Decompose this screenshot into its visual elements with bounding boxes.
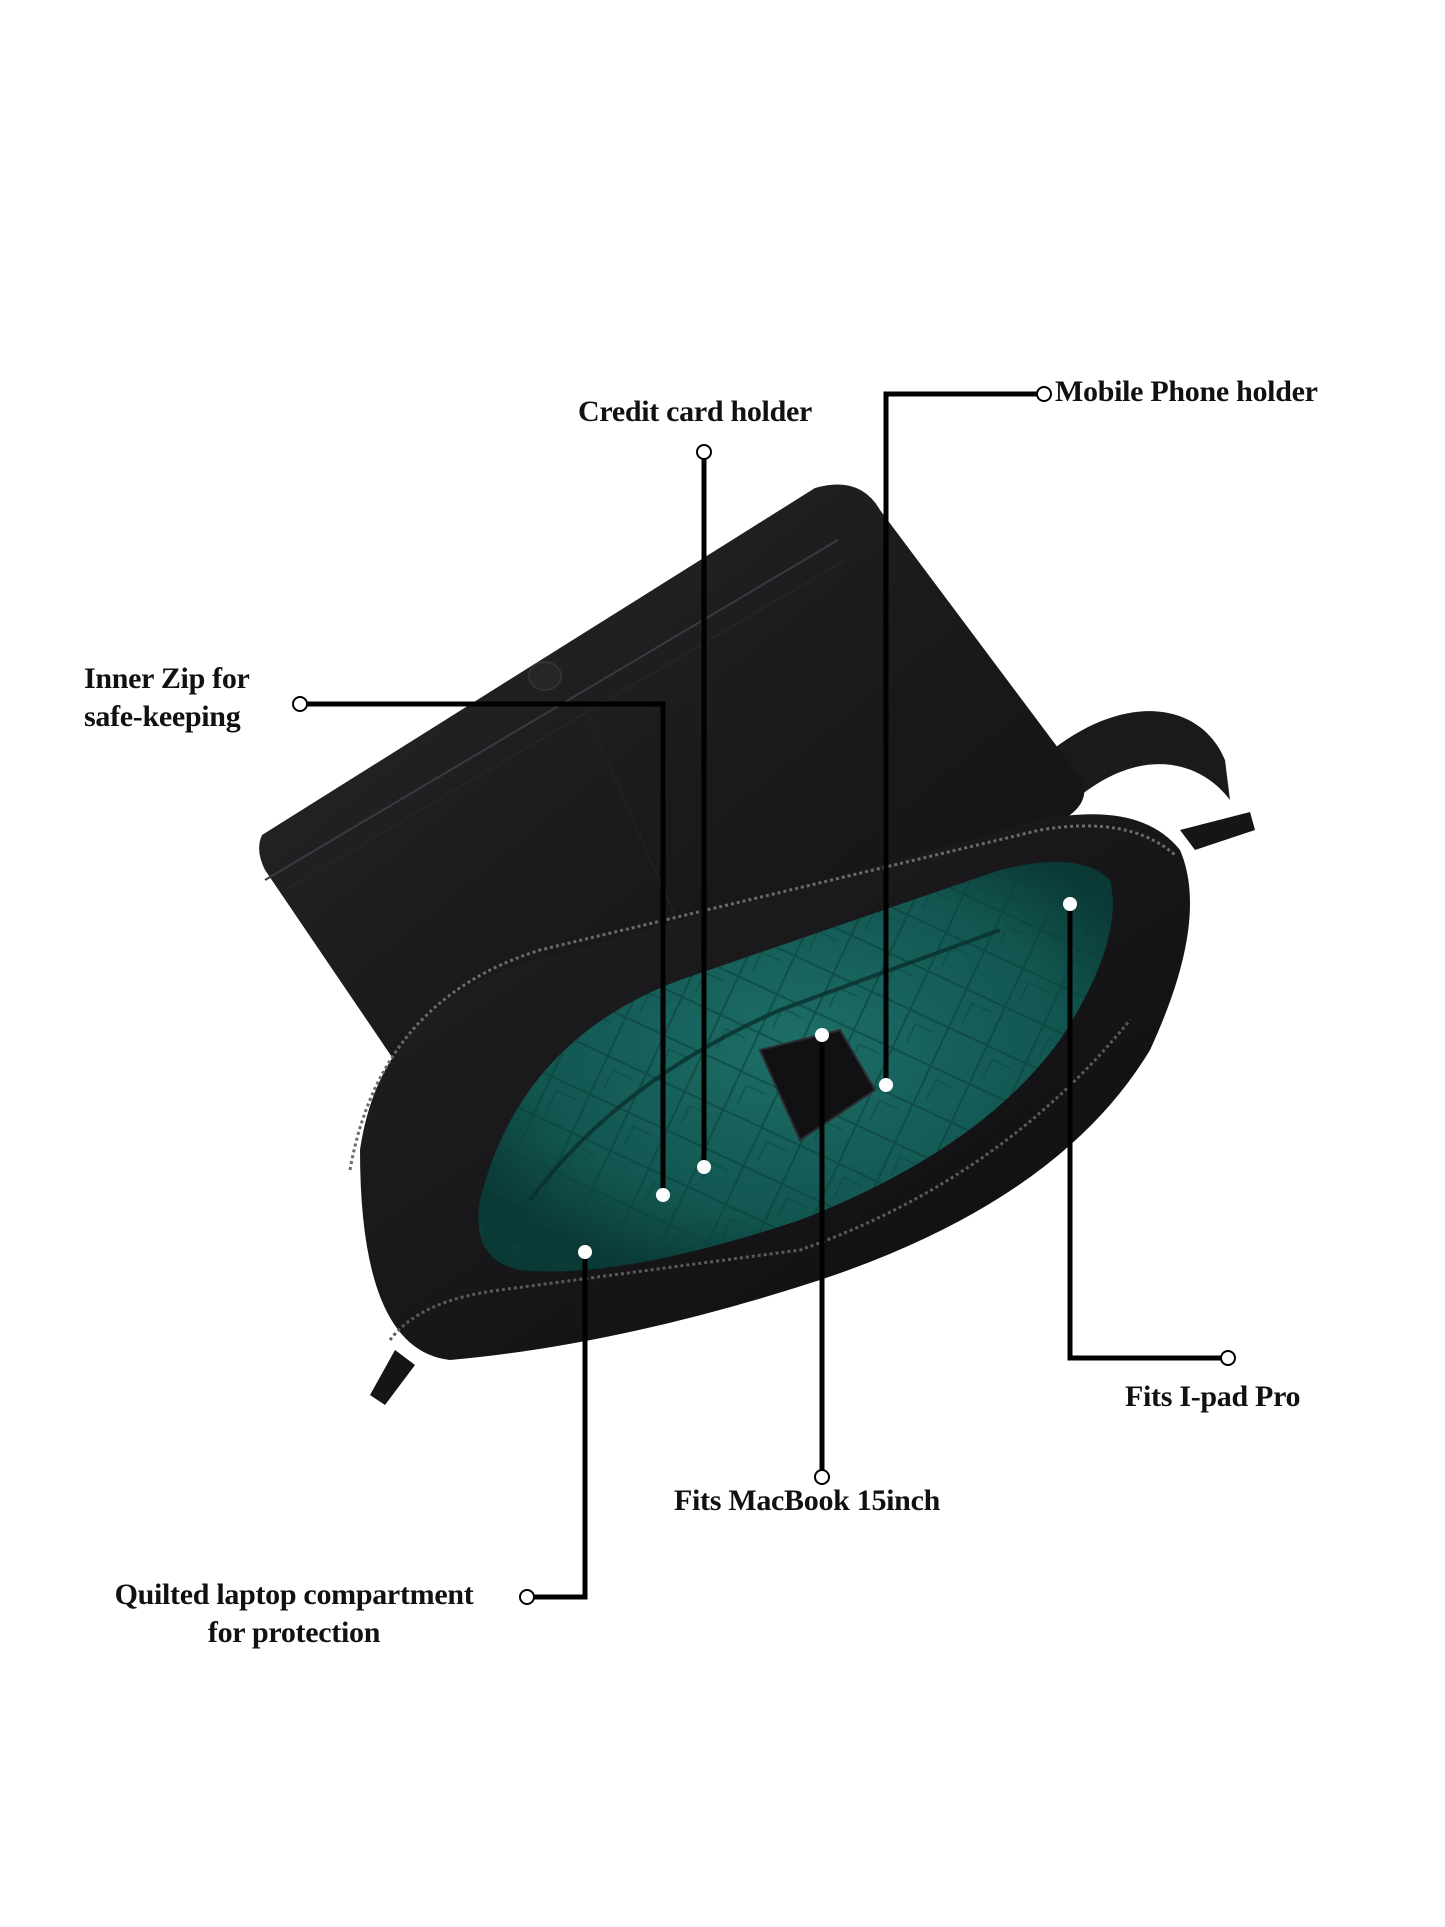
leader-inner-zip [307, 701, 666, 1196]
zipper-bottom [388, 1019, 1132, 1341]
callout-text: Credit card holder [577, 395, 812, 428]
callout-text: Fits MacBook 15inch [674, 1484, 940, 1517]
callout-text: Mobile Phone holder [1055, 375, 1318, 408]
callout-text: Fits I-pad Pro [1125, 1380, 1301, 1413]
callout-quilted-laptop: Quilted laptop compartment for protectio… [84, 1576, 504, 1652]
strap-right [1040, 711, 1230, 800]
leader-quilted [533, 1249, 588, 1600]
phone-holder-tab [758, 1028, 877, 1142]
callout-credit-card-holder: Credit card holder [560, 393, 830, 431]
callout-inner-zip: Inner Zip for safe-keeping [84, 660, 250, 736]
callout-text-line2: safe-keeping [84, 700, 241, 733]
zipper-top [348, 824, 1176, 1171]
strap-end-left [370, 1350, 415, 1405]
callout-mobile-phone-holder: Mobile Phone holder [1055, 373, 1318, 411]
leader-ipad [1067, 902, 1224, 1361]
leader-mobile-phone [883, 391, 1041, 1085]
callout-ipad-pro: Fits I-pad Pro [1125, 1378, 1301, 1416]
callout-text-line1: Inner Zip for [84, 662, 250, 695]
callout-text-line2: for protection [207, 1616, 381, 1649]
callout-macbook: Fits MacBook 15inch [674, 1482, 940, 1520]
callout-text-line1: Quilted laptop compartment [114, 1578, 474, 1611]
strap-buckle-right [1180, 812, 1255, 850]
